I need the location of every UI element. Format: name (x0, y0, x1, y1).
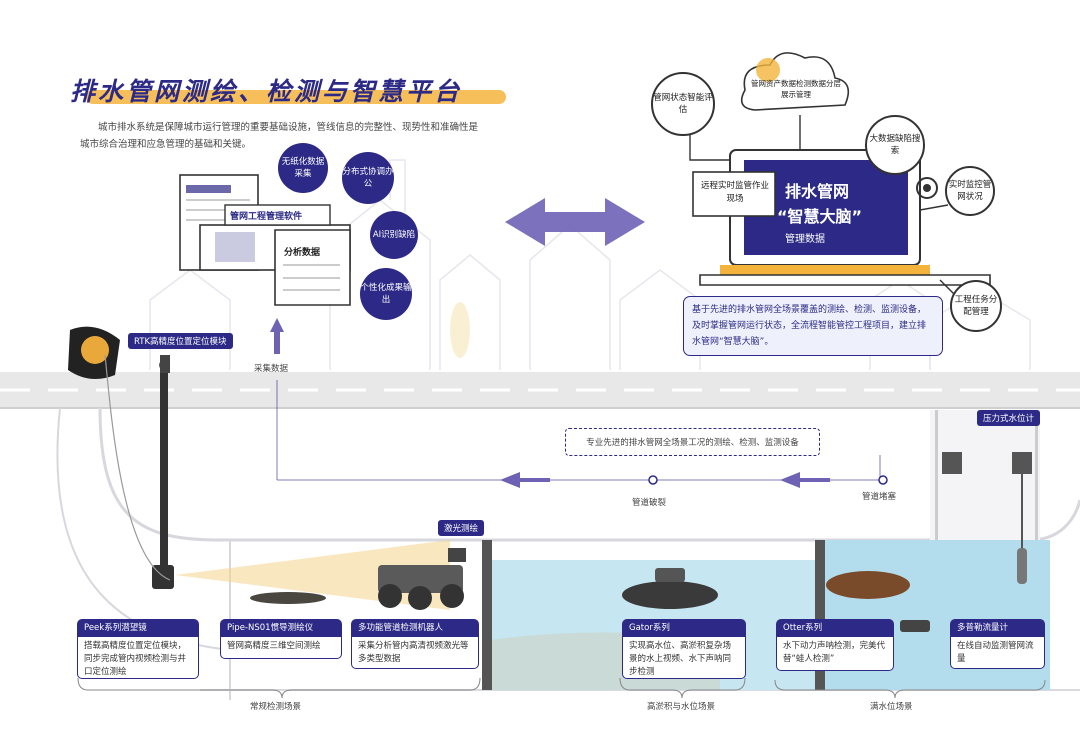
equipment-summary: 专业先进的排水管网全场景工况的测绘、检测、监测设备 (565, 428, 820, 456)
card-title: Otter系列 (777, 620, 893, 637)
bubble-task: 工程任务分配管理 (950, 280, 1002, 332)
pressure-gauge-tag: 压力式水位计 (977, 410, 1041, 426)
card-robot: 多功能管道检测机器人 采集分析管内高清视频激光等多类型数据 (351, 619, 479, 669)
collect-data-label: 采集数据 (254, 364, 289, 374)
card-body: 搭载高精度位置定位模块，同步完成管内视频检测与井口定位测绘 (84, 641, 187, 677)
bubble-bigdata: 大数据缺陷搜索 (865, 115, 925, 175)
page-title: 排水管网测绘、检测与智慧平台 (70, 77, 463, 106)
bubble-distributed: 分布式协调办公 (342, 152, 394, 204)
analysis-label: 分析数据 (284, 248, 321, 258)
software-label: 管网工程管理软件 (230, 212, 303, 222)
bubble-realtime: 实时监控管网状况 (945, 166, 995, 216)
laser-mapping-tag: 激光测绘 (438, 520, 485, 536)
brain-screen-title: 排水管网 (785, 182, 850, 201)
intro-text: 城市排水系统是保障城市运行管理的重要基础设施，管线信息的完整性、现势性和准确性是… (80, 122, 479, 150)
card-doppler: 多普勒流量计 在线自动监测管网流量 (950, 619, 1045, 669)
scene-normal-label: 常规检测场景 (250, 702, 302, 712)
remote-monitor-label: 远程实时监管作业现场 (700, 181, 769, 204)
card-body: 管网高精度三维空间测绘 (227, 641, 321, 651)
brain-screen-subtitle: “智慧大脑” (777, 207, 863, 226)
cloud-asset-label: 管网资产数据检测数据分层展示管理 (751, 79, 841, 99)
pipe-blocked-label: 管道堵塞 (862, 492, 897, 502)
card-body: 实现高水位、高淤积复杂场景的水上视频、水下声呐同步检测 (629, 641, 732, 677)
smart-brain-description: 基于先进的排水管网全场景覆盖的测绘、检测、监测设备，及时掌握管网运行状态，全流程… (683, 296, 943, 356)
rtk-module-tag: RTK高精度位置定位模块 (128, 333, 233, 349)
card-title: 多普勒流量计 (951, 620, 1044, 637)
brain-screen-footer: 管理数据 (785, 234, 825, 245)
card-title: Pipe-NS01惯导测绘仪 (221, 620, 341, 637)
card-body: 水下动力声呐检测，完美代替“蛙人检测” (783, 641, 886, 664)
card-pipe-ns01: Pipe-NS01惯导测绘仪 管网高精度三维空间测绘 (220, 619, 342, 659)
bubble-paperless: 无纸化数据采集 (278, 143, 328, 193)
pipe-broken-label: 管道破裂 (632, 498, 667, 508)
card-title: 多功能管道检测机器人 (352, 620, 478, 637)
card-peek: Peek系列潜望镜 搭载高精度位置定位模块，同步完成管内视频检测与井口定位测绘 (77, 619, 199, 679)
card-title: Gator系列 (623, 620, 745, 637)
card-body: 采集分析管内高清视频激光等多类型数据 (358, 641, 469, 664)
bubble-status-eval: 管网状态智能评估 (651, 72, 715, 136)
card-body: 在线自动监测管网流量 (957, 641, 1034, 664)
scene-silt-label: 高淤积与水位场景 (647, 702, 716, 712)
bubble-custom-output: 个性化成果输出 (360, 268, 412, 320)
card-title: Peek系列潜望镜 (78, 620, 198, 637)
scene-full-label: 满水位场景 (870, 702, 913, 712)
card-gator: Gator系列 实现高水位、高淤积复杂场景的水上视频、水下声呐同步检测 (622, 619, 746, 679)
bubble-ai: AI识别缺陷 (370, 211, 418, 259)
title-underline (86, 90, 506, 104)
card-otter: Otter系列 水下动力声呐检测，完美代替“蛙人检测” (776, 619, 894, 671)
